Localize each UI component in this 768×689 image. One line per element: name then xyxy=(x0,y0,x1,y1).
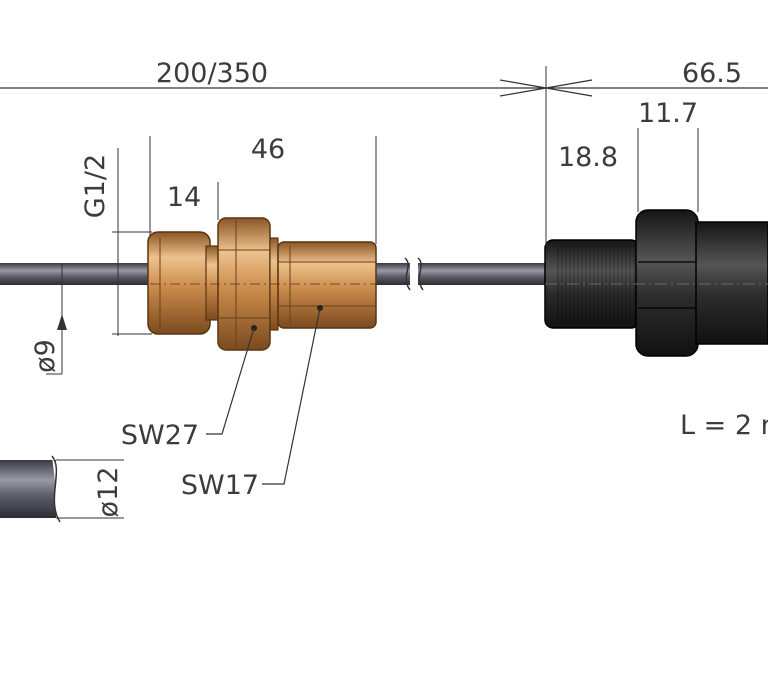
thread-length-text: 14 xyxy=(167,182,201,213)
sw27-label: SW27 xyxy=(121,420,199,451)
probe-rod xyxy=(0,257,548,291)
thread-offset-text: 18.8 xyxy=(558,142,618,173)
total-length-text: 200/350 xyxy=(156,58,268,89)
cable-diameter-text: ø12 xyxy=(93,467,124,518)
probe-diameter-text: ø9 xyxy=(30,339,61,373)
sw17-label: SW17 xyxy=(181,470,259,501)
connector-head xyxy=(544,209,768,357)
cable-length-label: L = 2 m xyxy=(680,410,768,441)
compression-fitting xyxy=(147,217,377,351)
dimension-lines xyxy=(0,66,768,519)
head-offset-text: 11.7 xyxy=(638,98,698,129)
thread-size-text: G1/2 xyxy=(80,154,111,218)
right-length-text: 66.5 xyxy=(682,58,742,89)
cable xyxy=(0,455,61,523)
fitting-length-text: 46 xyxy=(251,134,285,165)
